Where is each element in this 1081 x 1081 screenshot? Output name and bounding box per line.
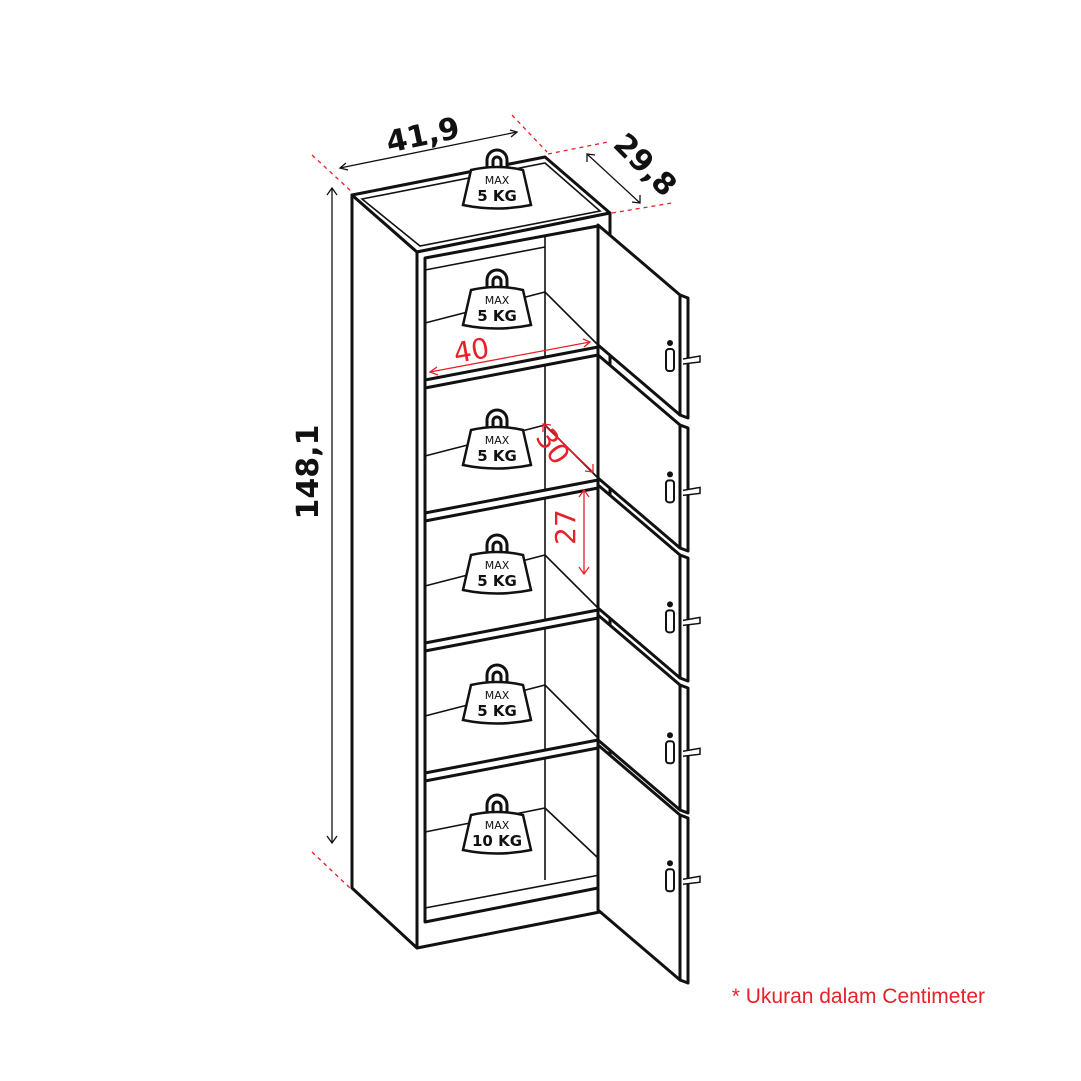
weight-load-label: 10 KG: [472, 832, 522, 850]
depth-label: 29,8: [606, 127, 683, 204]
weight-max-label: MAX: [485, 294, 510, 307]
door-2[interactable]: [596, 353, 701, 553]
inner-width-arrow: [428, 338, 592, 376]
door-1[interactable]: [596, 223, 701, 420]
height-label: 148,1: [291, 425, 326, 520]
depth-ext-top: [547, 141, 609, 155]
door-handle[interactable]: [665, 860, 701, 893]
door-handle[interactable]: [665, 601, 701, 634]
width-ext-right: [511, 114, 548, 153]
width-dimension-arrow: [338, 129, 519, 171]
weight-max-label: MAX: [485, 689, 510, 702]
weight-max-label: MAX: [485, 819, 510, 832]
width-ext-left: [311, 154, 353, 193]
door-4[interactable]: [596, 613, 701, 815]
door-5[interactable]: [596, 743, 701, 985]
inner-height-arrow: [578, 488, 590, 576]
weight-load-label: 5 KG: [477, 187, 517, 205]
inner-width-label: 40: [451, 331, 492, 370]
depth-dimension-arrow: [586, 153, 641, 204]
door-3[interactable]: [596, 483, 701, 683]
weight-load-label: 5 KG: [477, 307, 517, 325]
bottom-shelf-back: [424, 807, 599, 859]
weight-load-label: 5 KG: [477, 702, 517, 720]
door-handle[interactable]: [665, 471, 701, 504]
plinth-top: [424, 873, 606, 909]
door-handle[interactable]: [665, 732, 701, 765]
inner-height-label: 27: [549, 509, 582, 545]
depth-ext-bottom: [611, 202, 673, 214]
height-ext-bottom: [311, 851, 351, 889]
inner-depth-arrow: [542, 423, 594, 473]
weight-load-label: 5 KG: [477, 572, 517, 590]
height-dimension-arrow: [326, 186, 338, 845]
width-label: 41,9: [383, 111, 463, 161]
units-footnote: * Ukuran dalam Centimeter: [731, 985, 985, 1008]
weight-load-label: 5 KG: [477, 447, 517, 465]
left-side-panel: [350, 193, 419, 950]
weight-max-label: MAX: [485, 559, 510, 572]
top-interior-edge: [424, 246, 546, 271]
door-handle[interactable]: [665, 340, 701, 372]
weight-max-label: MAX: [485, 434, 510, 447]
weight-max-label: MAX: [485, 174, 510, 187]
